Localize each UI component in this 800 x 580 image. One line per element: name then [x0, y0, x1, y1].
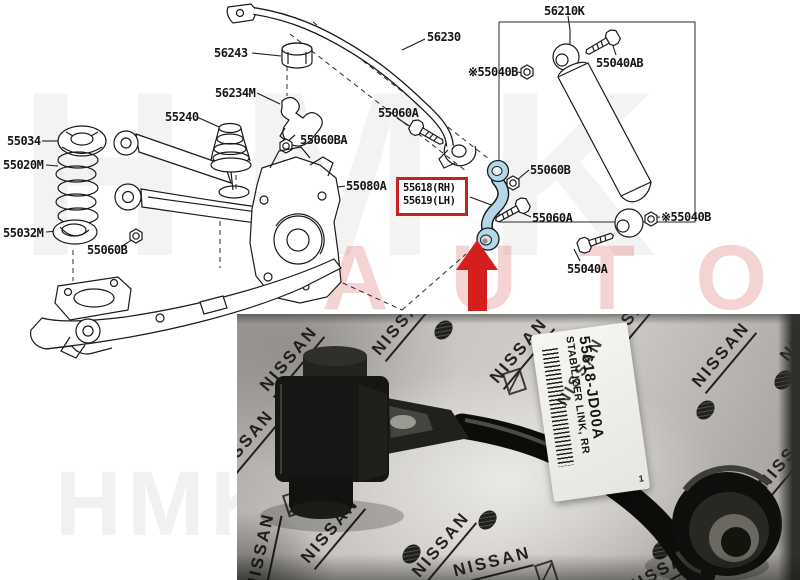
photo-shadow-right	[778, 314, 800, 580]
part-number-rh: 55618(RH)	[403, 182, 456, 194]
stabilizer-link-part	[260, 346, 782, 580]
label-qty: 1	[638, 473, 645, 484]
part-label-55060BA: 55060BA	[300, 133, 348, 147]
part-label-56230: 56230	[427, 30, 461, 44]
part-label-55060B-link: 55060B	[530, 163, 571, 177]
upper-arm	[113, 130, 232, 184]
part-label-55040AB: 55040AB	[596, 56, 644, 70]
part-label-55060A-top: 55060A	[378, 106, 419, 120]
part-label-55034: 55034	[7, 134, 41, 148]
stabilizer-link-highlighted	[476, 159, 510, 251]
part-label-56234M: 56234M	[215, 86, 256, 100]
bump-stop	[210, 122, 252, 199]
part-label-55040A: 55040A	[567, 262, 608, 276]
part-label-55040B-top: ※55040B	[468, 65, 518, 79]
part-label-56243: 56243	[214, 46, 248, 60]
photo-shadow-corner	[237, 510, 337, 580]
bar-bushing	[281, 42, 313, 69]
part-label-55032M: 55032M	[3, 226, 44, 240]
part-label-55020M: 55020M	[3, 158, 44, 172]
bar-clamp-bracket	[279, 96, 323, 147]
stabilizer-bar	[226, 3, 477, 169]
part-label-55240: 55240	[165, 110, 199, 124]
part-label-55060B-left: 55060B	[87, 243, 128, 257]
part-label-56210K: 56210K	[544, 4, 585, 18]
part-number-lh: 55619(LH)	[403, 195, 456, 207]
red-arrow	[456, 240, 498, 311]
axle-beam	[30, 258, 342, 359]
spring-lower-seat	[52, 219, 98, 245]
part-label-55060A-mid: 55060A	[532, 211, 573, 225]
shock-absorber	[552, 43, 652, 238]
coil-spring	[55, 151, 99, 225]
part-label-55040B-right: ※55040B	[661, 210, 711, 224]
spring-upper-mount	[57, 125, 107, 157]
part-label-55080A: 55080A	[346, 179, 387, 193]
highlight-box: 55618(RH) 55619(LH)	[396, 177, 468, 216]
product-photo: NISSAN NISSAN NISSAN NISSAN NISSAN NISSA…	[237, 314, 800, 580]
shock-assembly-box	[498, 21, 696, 223]
